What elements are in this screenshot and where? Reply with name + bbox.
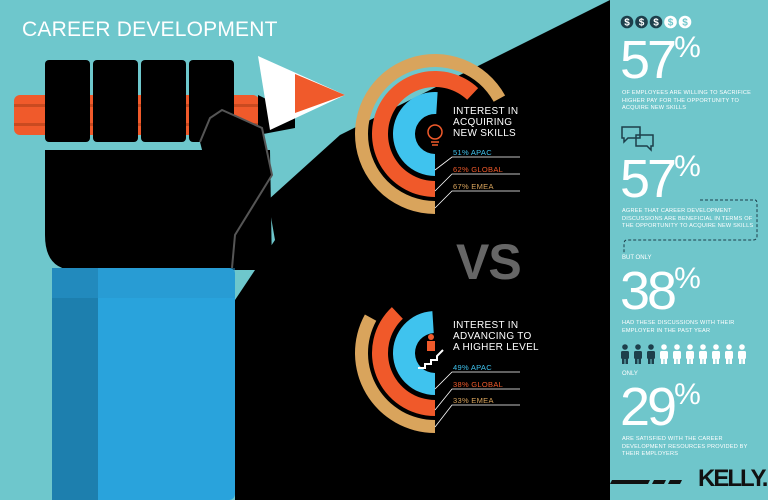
stat1-number: 57 (620, 30, 677, 90)
stat2-value: 57% (620, 149, 701, 209)
ring1-title-line: ACQUIRING (453, 117, 513, 128)
ring1-global-label: 62% GLOBAL (453, 165, 504, 174)
person-icon (699, 344, 707, 364)
person-icon (673, 344, 681, 364)
leader-line (434, 156, 520, 171)
vs-label: VS (456, 234, 522, 290)
person-icon (647, 344, 655, 364)
ring2-apac-label: 49% APAC (453, 363, 492, 372)
person-icon (712, 344, 720, 364)
ring2-emea-label: 33% EMEA (453, 396, 494, 405)
ring-arc-global (372, 71, 479, 197)
svg-text:$: $ (653, 18, 659, 29)
leader-line (434, 388, 520, 411)
ring1-emea-label: 67% EMEA (453, 182, 494, 191)
person-climbing-stairs-icon (418, 334, 444, 369)
fingers (45, 60, 234, 142)
stat3-unit: % (674, 262, 701, 295)
page-title: CAREER DEVELOPMENT (22, 18, 278, 41)
ring-arc-emea (355, 314, 435, 433)
stat1-value: 57% (620, 30, 701, 90)
svg-text:$: $ (624, 18, 630, 29)
ring-arc-global (372, 307, 435, 416)
ring-arc-apac (393, 92, 438, 176)
dollar-coin-icon: $ (620, 15, 634, 29)
stat3-value: 38% (620, 261, 701, 321)
stat2-text: AGREE THAT CAREER DEVELOPMENT DISCUSSION… (622, 208, 754, 229)
leader-line (434, 190, 520, 209)
ring2-title-line: ADVANCING TO (453, 331, 532, 342)
person-icon (621, 344, 629, 364)
speech-bubbles-icon (621, 126, 654, 152)
dashed-connector (623, 199, 758, 254)
leader-line (434, 173, 520, 192)
ring2-title-line: A HIGHER LEVEL (453, 342, 539, 353)
person-icon (660, 344, 668, 364)
leader-line (434, 404, 520, 428)
dollar-coin-icon: $ (678, 15, 692, 29)
sleeve-shade (52, 268, 98, 500)
person-icon (738, 344, 746, 364)
dollar-coins-icon: $ $ $ $ $ (620, 15, 692, 29)
dollar-coin-icon: $ (649, 15, 663, 29)
stat4-number: 29 (620, 377, 677, 437)
kelly-stripes (610, 480, 682, 484)
leader-line (434, 371, 520, 390)
black-beam (235, 0, 610, 500)
ring1-title-line: NEW SKILLS (453, 128, 517, 139)
stat2-number: 57 (620, 149, 677, 209)
cuff (52, 268, 235, 298)
people-icon (621, 344, 746, 364)
ring2-global-label: 38% GLOBAL (453, 380, 504, 389)
person-icon (725, 344, 733, 364)
stat1-unit: % (674, 31, 701, 64)
ring1-title: INTEREST IN ACQUIRING NEW SKILLS (453, 106, 518, 139)
ring2-title: INTEREST IN ADVANCING TO A HIGHER LEVEL (453, 320, 539, 353)
kelly-logo: KELLY. (698, 465, 768, 492)
stat4-prefix: ONLY (622, 371, 638, 377)
dollar-coin-icon: $ (635, 15, 648, 29)
svg-text:$: $ (639, 18, 645, 29)
stat4-text: ARE SATISFIED WITH THE CAREER DEVELOPMEN… (622, 436, 748, 457)
svg-text:$: $ (682, 18, 688, 29)
stat4-value: 29% (620, 377, 701, 437)
stat3-prefix: BUT ONLY (622, 255, 652, 261)
stat3-text: HAD THESE DISCUSSIONS WITH THEIR EMPLOYE… (622, 320, 735, 334)
svg-text:$: $ (668, 18, 674, 29)
stat3-number: 38 (620, 261, 677, 321)
ring1-title-line: INTEREST IN (453, 106, 519, 117)
thumb (199, 108, 274, 269)
person-icon (686, 344, 694, 364)
ring2-title-line: INTEREST IN (453, 320, 519, 331)
person-icon (634, 344, 642, 364)
dollar-coin-icon: $ (664, 15, 677, 29)
lightbulb-icon (427, 124, 443, 146)
ring-arc-apac (392, 311, 435, 395)
stat2-unit: % (674, 150, 701, 183)
ring1-apac-label: 51% APAC (453, 148, 492, 157)
stat1-text: OF EMPLOYEES ARE WILLING TO SACRIFICE HI… (622, 90, 752, 111)
stat4-unit: % (674, 378, 701, 411)
